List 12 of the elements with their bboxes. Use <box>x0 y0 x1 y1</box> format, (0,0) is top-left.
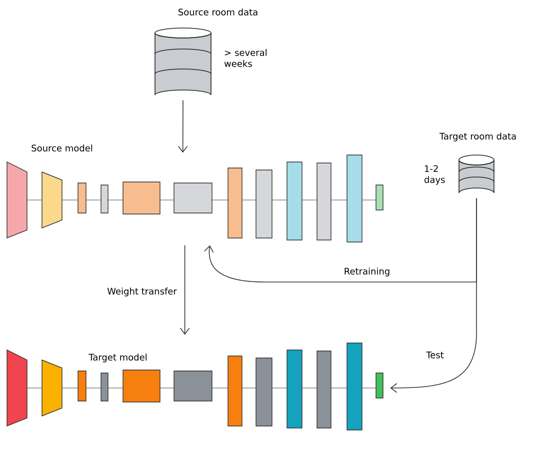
edge-label: Retraining <box>342 266 392 278</box>
edge-label: Test <box>425 350 445 360</box>
data-title: Source room data <box>178 8 258 16</box>
model-label: Target model <box>88 354 147 362</box>
arrow <box>390 198 477 393</box>
model-label: Source model <box>32 144 92 152</box>
arrow <box>178 100 188 153</box>
duration-note: 1-2 days <box>424 165 445 185</box>
duration-note: > several weeks <box>224 49 266 67</box>
arrow <box>180 244 190 335</box>
data-title: Target room data <box>439 132 516 142</box>
edge-label: Weight transfer <box>106 286 178 298</box>
